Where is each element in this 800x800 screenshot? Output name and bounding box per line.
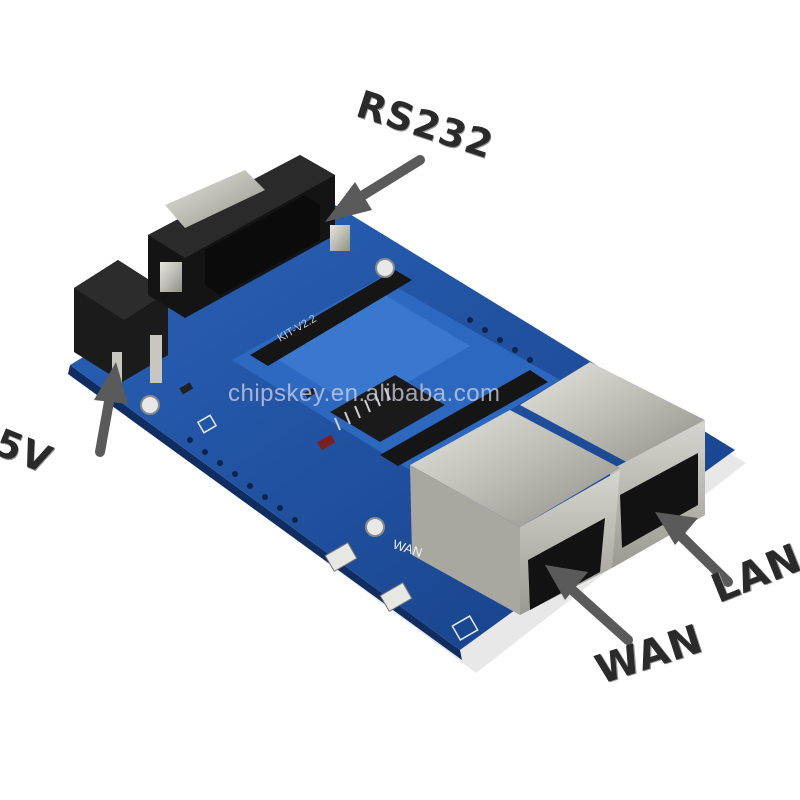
module-shield	[270, 292, 470, 410]
silkscreen-marks	[196, 414, 479, 641]
arrow-lan	[655, 512, 733, 587]
smd-component	[317, 434, 336, 451]
rs232-screw	[160, 262, 182, 292]
smd-component	[304, 387, 316, 399]
mount-hole	[365, 517, 385, 537]
pin-header-bottom	[380, 370, 548, 466]
rs232-screw	[330, 225, 350, 251]
power-jack-top	[74, 260, 168, 320]
arrow-rs232	[325, 155, 425, 222]
arrow-5v	[94, 362, 128, 457]
arrow-wan	[545, 565, 633, 645]
power-jack-pin	[150, 335, 162, 383]
smd-component	[179, 382, 194, 395]
edge-pads	[187, 317, 533, 523]
rs232-connector-top	[148, 155, 335, 258]
rs232-metal-shell	[165, 170, 265, 228]
ethernet-chip	[330, 375, 445, 442]
wan-jack-side	[410, 465, 520, 615]
pin-header-top	[250, 270, 412, 366]
rs232-face	[205, 195, 320, 295]
wan-jack-opening	[528, 518, 605, 610]
chip-pins	[334, 387, 391, 431]
watermark-text: chipskey.en.alibaba.com	[228, 380, 501, 407]
lan-jack-opening	[620, 453, 698, 548]
mount-hole	[140, 395, 160, 415]
reset-button	[324, 542, 358, 572]
board-edge	[68, 365, 462, 660]
lan-jack-top	[520, 362, 705, 465]
wan-jack-top	[410, 410, 620, 527]
reset-button	[379, 582, 413, 612]
mount-hole	[375, 258, 395, 278]
